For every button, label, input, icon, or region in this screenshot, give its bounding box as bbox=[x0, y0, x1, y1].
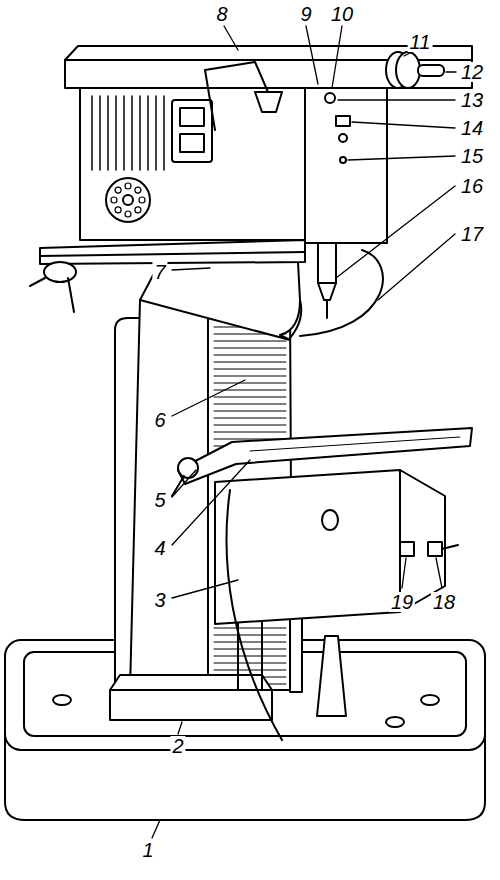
callout-number: 12 bbox=[459, 62, 485, 82]
callout-number: 13 bbox=[459, 90, 485, 110]
callout-number: 10 bbox=[329, 4, 355, 24]
feed-slide bbox=[30, 240, 305, 312]
callout-number: 4 bbox=[152, 538, 167, 558]
leader-lines bbox=[152, 26, 456, 838]
callout-number: 2 bbox=[170, 736, 185, 756]
head bbox=[65, 46, 472, 243]
spindle bbox=[300, 243, 383, 336]
callout-number: 19 bbox=[389, 592, 415, 612]
callout-number: 18 bbox=[431, 592, 457, 612]
callout-number: 8 bbox=[214, 4, 229, 24]
callout-number: 9 bbox=[298, 4, 313, 24]
callout-number: 6 bbox=[152, 410, 167, 430]
callout-number: 3 bbox=[152, 590, 167, 610]
callout-number: 7 bbox=[152, 262, 167, 282]
callout-number: 15 bbox=[459, 146, 485, 166]
callout-number: 5 bbox=[152, 490, 167, 510]
knee bbox=[215, 470, 458, 740]
callout-number: 1 bbox=[140, 840, 155, 860]
callout-number: 14 bbox=[459, 118, 485, 138]
callout-number: 11 bbox=[408, 32, 433, 52]
column-neck bbox=[140, 262, 301, 340]
callout-number: 17 bbox=[459, 224, 485, 244]
callout-number: 16 bbox=[459, 176, 485, 196]
table bbox=[172, 428, 472, 496]
